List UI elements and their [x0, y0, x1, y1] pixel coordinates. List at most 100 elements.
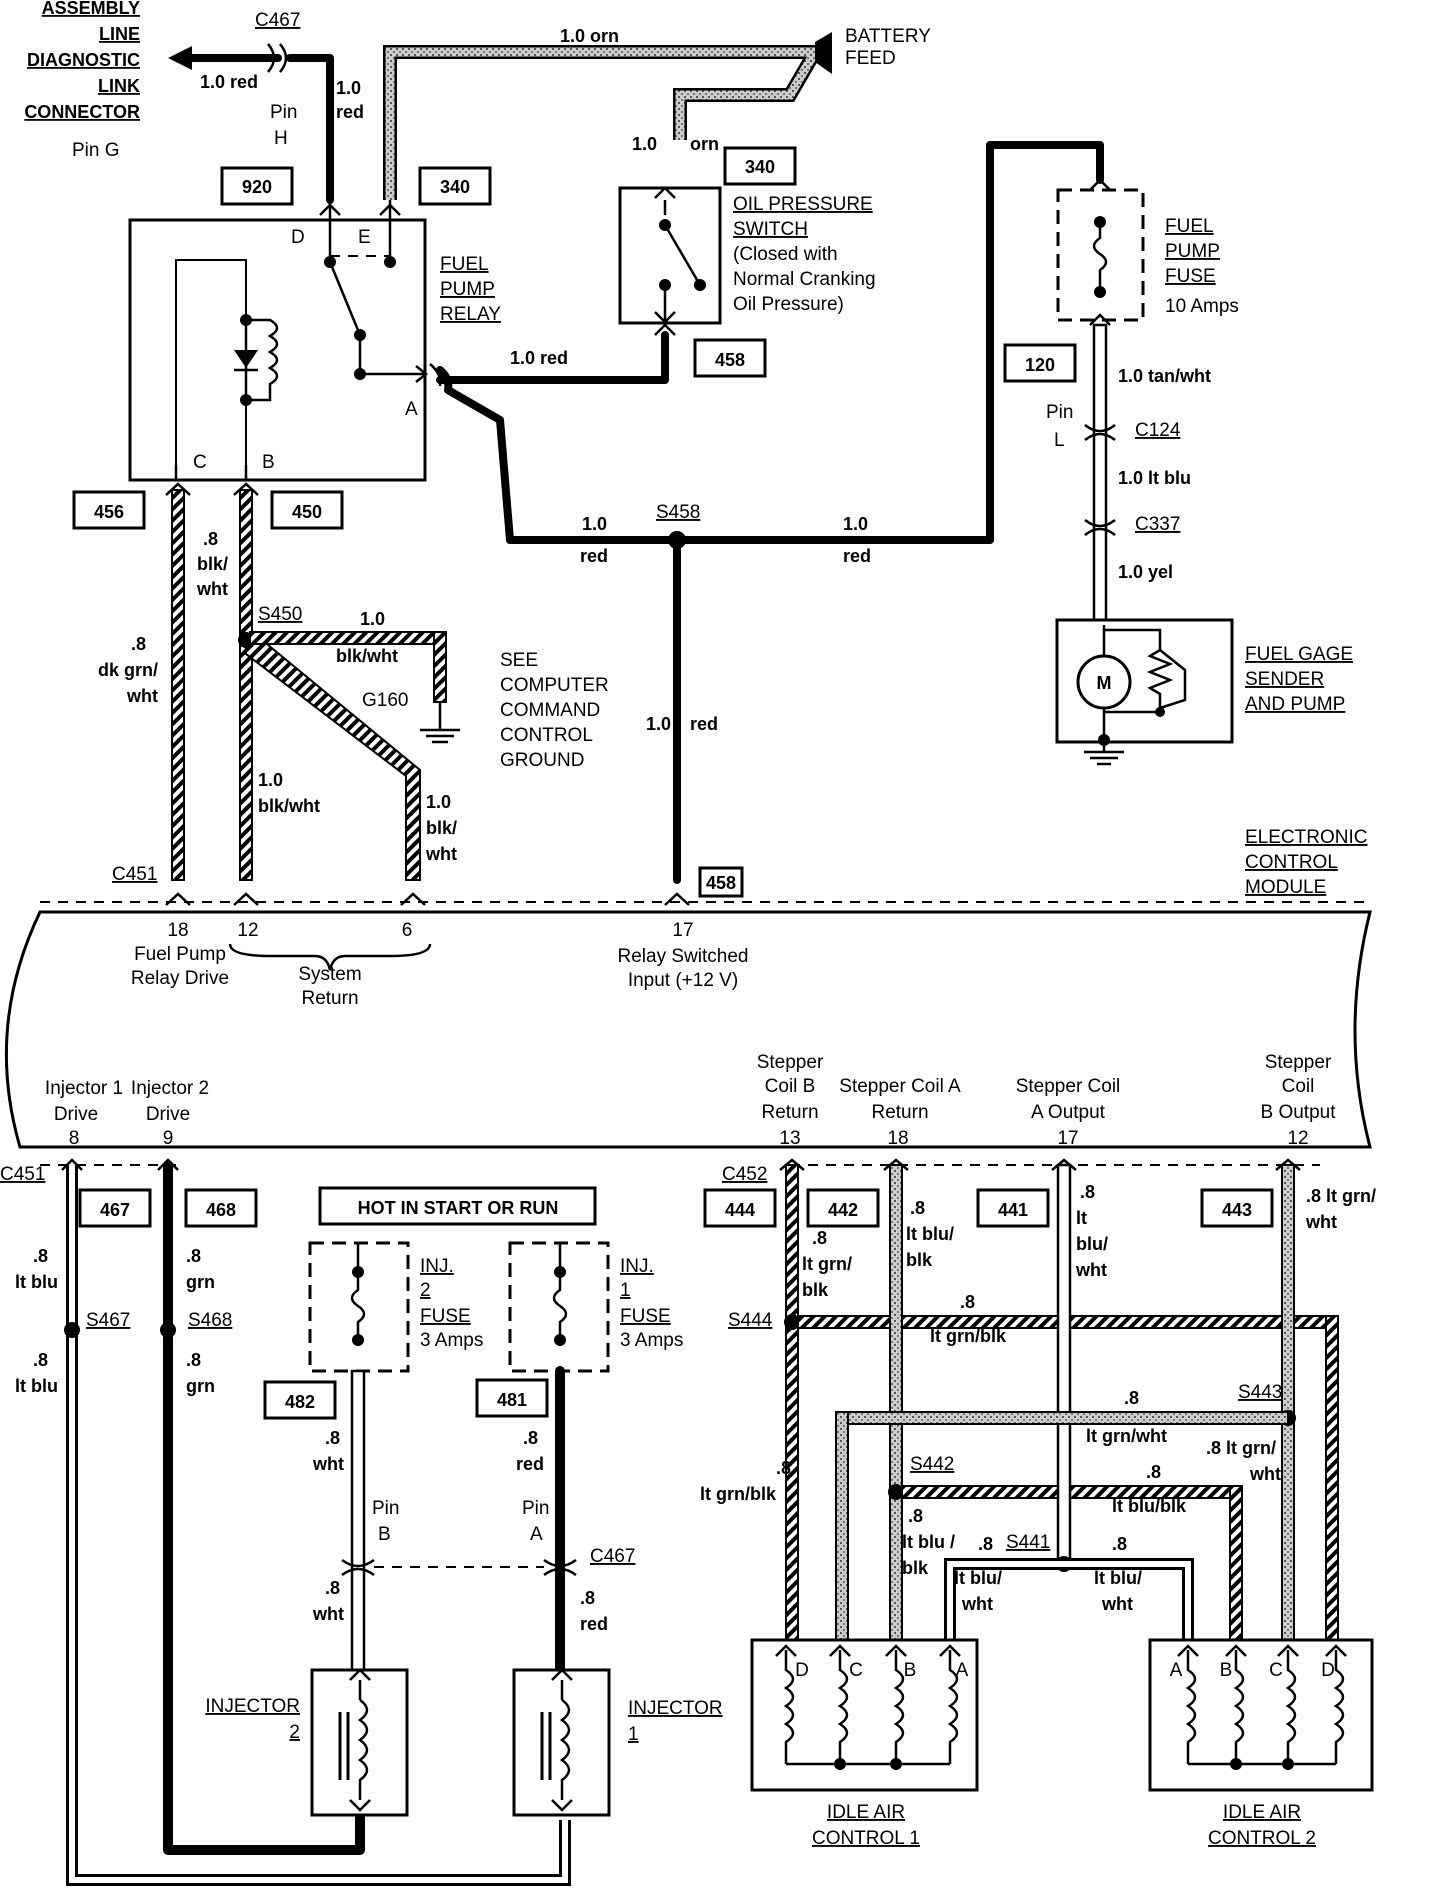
c124-label: C124: [1135, 420, 1181, 441]
circuit-box-467: 467: [78, 1188, 152, 1228]
hot-in-start-label: HOT IN START OR RUN: [318, 1186, 597, 1226]
circuit-box-442: 442: [806, 1188, 880, 1228]
ltgrnwht-v-0: .8 lt grn/: [1206, 1438, 1276, 1458]
blkwht10b-2: wht: [425, 844, 457, 864]
svg-text:482: 482: [285, 1392, 315, 1412]
injector-1: [512, 1668, 611, 1817]
top-red-label: 1.0 red: [200, 72, 258, 92]
yel-label: 1.0 yel: [1118, 562, 1173, 582]
iac1-pin-d: D: [795, 1660, 809, 1681]
circuit-box-481: 481: [475, 1378, 549, 1418]
fuse-label-0: FUEL: [1165, 216, 1214, 237]
svg-text:Stepper Coil A: Stepper Coil A: [839, 1076, 961, 1097]
pin-b-label: Pin: [372, 1498, 399, 1519]
c337-label: C337: [1135, 514, 1180, 535]
inj2-wht-wire: [341, 1369, 375, 1678]
oil-switch-label-4: Oil Pressure): [733, 294, 844, 315]
iac1-pin-c: C: [849, 1660, 863, 1681]
red-left1: 1.0: [582, 514, 607, 534]
relay-pin-d: D: [291, 227, 305, 248]
ecm-pin-17-num: 17: [672, 920, 693, 941]
iac2-pin-d: D: [1321, 1660, 1335, 1681]
iac-pin-arrow-0: [1177, 1644, 1199, 1657]
system-return-1: Return: [301, 988, 358, 1009]
svg-text:8: 8: [69, 1128, 80, 1149]
circuit-box-458a: 458: [693, 338, 767, 378]
svg-text:SEE: SEE: [500, 650, 538, 671]
injector2-label-1: 2: [289, 1722, 300, 1743]
wht-b-1: wht: [312, 1604, 344, 1624]
gage-label-1: SENDER: [1245, 669, 1324, 690]
circuit-box-340b: 340: [723, 146, 797, 186]
ecm-pin-18-desc1: Relay Drive: [131, 968, 229, 989]
svg-text:Drive: Drive: [54, 1104, 98, 1125]
iac-coil-3: [947, 1650, 959, 1764]
iac-junction-1: [890, 1758, 902, 1770]
red-down2: red: [690, 714, 718, 734]
blkwht8-1: blk/: [197, 554, 228, 574]
iac-coil-1: [1233, 1650, 1245, 1764]
svg-text:COMPUTER: COMPUTER: [500, 675, 609, 696]
s444-label: S444: [728, 1310, 773, 1331]
iac2-label-0: IDLE AIR: [1223, 1802, 1301, 1823]
aldl-label-4: CONNECTOR: [24, 102, 140, 122]
blkwht-wire: [233, 482, 460, 881]
aldl-label: ASSEMBLY LINE DIAGNOSTIC LINK CONNECTOR …: [24, 0, 140, 161]
red8-a-1: red: [516, 1454, 544, 1474]
circuit-box-456: 456: [72, 490, 146, 530]
relay-label-1: PUMP: [440, 279, 495, 300]
iac1-pin-b: B: [904, 1660, 917, 1681]
ecm-pin-18-desc0: Fuel Pump: [134, 944, 226, 965]
pin-b2-label: B: [378, 1524, 391, 1545]
iac-pin-arrow-2: [1277, 1644, 1299, 1657]
svg-text:443: 443: [1222, 1200, 1252, 1220]
iac1-label-0: IDLE AIR: [827, 1802, 905, 1823]
svg-text:9: 9: [163, 1128, 174, 1149]
svg-text:Return: Return: [871, 1102, 928, 1123]
ltblu-a-1: lt blu: [15, 1272, 58, 1292]
ltblublk-v-1: lt blu /: [902, 1532, 955, 1552]
circuit-box-340a: 340: [418, 166, 492, 206]
injector1-label-1: 1: [628, 1724, 639, 1745]
red-right2: red: [843, 546, 871, 566]
relay-a-red-label: 1.0 red: [510, 348, 568, 368]
iac2-pin-a: A: [1170, 1660, 1183, 1681]
ecm-pin-18-num: 18: [167, 920, 188, 941]
svg-text:B Output: B Output: [1261, 1102, 1337, 1123]
orn-b1: 1.0: [632, 134, 657, 154]
iac-junction-0: [1230, 1758, 1242, 1770]
iac-coil-0: [783, 1650, 795, 1764]
wht-b-0: .8: [325, 1578, 340, 1598]
blkwht8-0: .8: [203, 529, 218, 549]
ltblublk-v-2: blk: [902, 1558, 929, 1578]
oil-switch-label-1: SWITCH: [733, 219, 808, 240]
circuit-box-444: 444: [703, 1188, 777, 1228]
fuel-gage-sender: M: [1055, 618, 1234, 766]
ltgrnblk-a-1: lt grn/: [802, 1254, 852, 1274]
lt-blu-label: 1.0 lt blu: [1118, 468, 1191, 488]
orn-b2: orn: [690, 134, 719, 154]
pin-a2-label: A: [530, 1524, 543, 1545]
iac-pin-arrow-0: [775, 1644, 797, 1657]
circuit-box-482: 482: [263, 1380, 337, 1420]
gnd2: blk/wht: [336, 646, 398, 666]
relay-pin-c: C: [193, 452, 207, 473]
svg-text:467: 467: [100, 1200, 130, 1220]
ltblublk-h-1: lt blu/blk: [1112, 1496, 1187, 1516]
inj1-fuse: [508, 1241, 610, 1373]
wht-a-0: .8: [325, 1428, 340, 1448]
relay-pin-b: B: [262, 452, 275, 473]
aldl-label-2: DIAGNOSTIC: [27, 50, 140, 70]
svg-text:340: 340: [440, 177, 470, 197]
ltgrnblk-a-0: .8: [812, 1228, 827, 1248]
top-red-b1: 1.0: [336, 78, 361, 98]
svg-text:Coil: Coil: [1282, 1076, 1315, 1097]
circuit-box-441: 441: [976, 1188, 1050, 1228]
c451-bottom-label: C451: [0, 1164, 45, 1185]
wht-a-1: wht: [312, 1454, 344, 1474]
svg-text:Drive: Drive: [146, 1104, 190, 1125]
c452-label: C452: [722, 1164, 767, 1185]
ltbluwht-a-3: wht: [1075, 1260, 1107, 1280]
g160-label: G160: [362, 690, 408, 711]
svg-text:A Output: A Output: [1031, 1102, 1106, 1123]
